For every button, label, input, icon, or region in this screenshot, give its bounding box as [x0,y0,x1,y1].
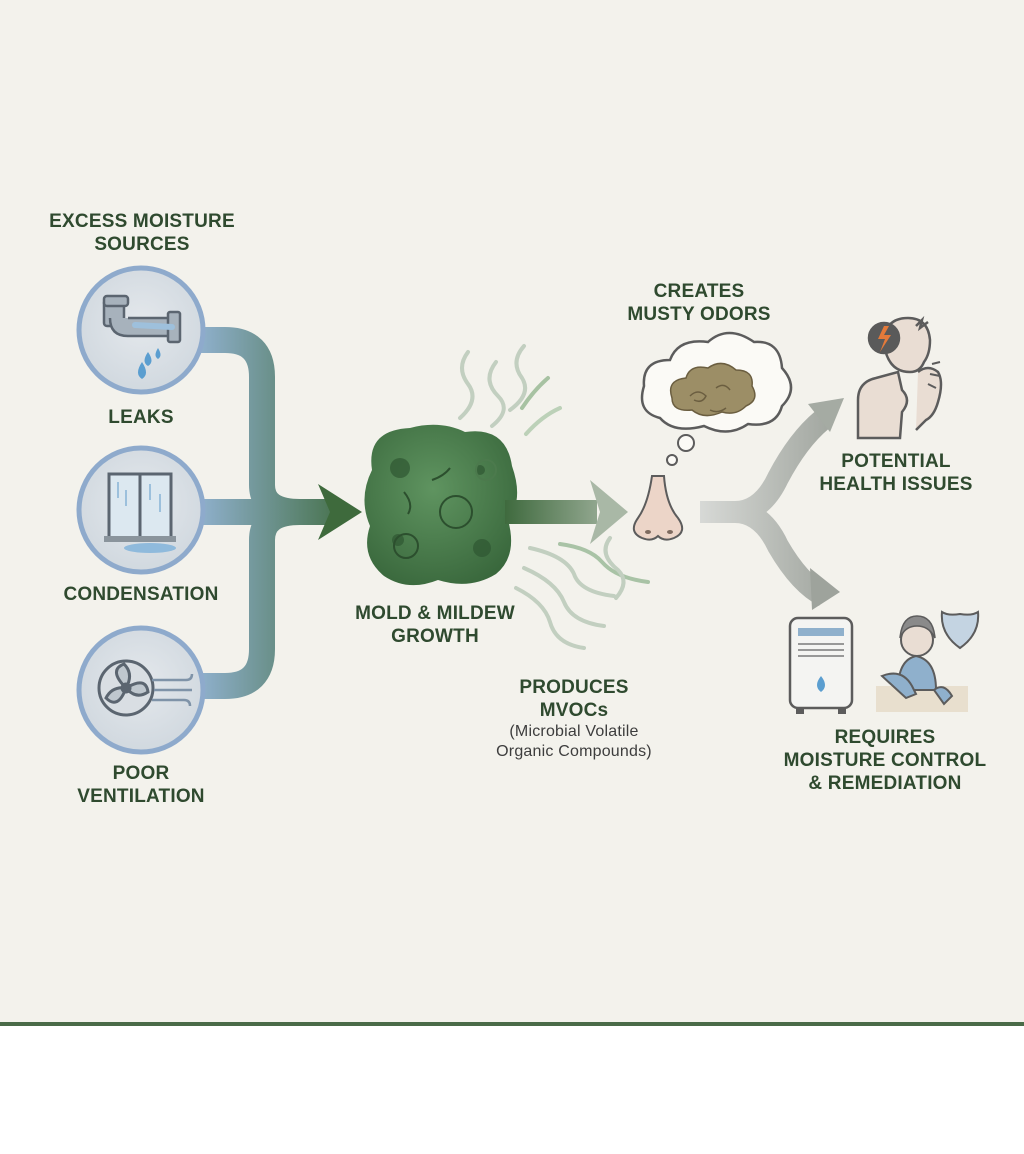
condensation-circle [76,445,206,575]
remediation-label-line: REQUIRES [834,727,936,748]
sources-title-line: EXCESS MOISTURE [49,211,235,232]
sources-title-line: SOURCES [94,234,190,255]
arrow-to-health [808,398,844,432]
mold-label-line: MOLD & MILDEW [355,603,515,624]
drop-1 [144,352,152,366]
mvoc-subtitle-line: Organic Compounds) [496,743,652,760]
arrow-to-nose [505,480,628,544]
odor-label-line: CREATES [653,281,745,302]
remediation-label-line: & REMEDIATION [808,773,962,794]
leaks-circle [76,265,206,395]
odor-label-line: MUSTY ODORS [627,304,771,325]
remediation-label-line: MOISTURE CONTROL [783,750,987,771]
remediation-label: REQUIRES MOISTURE CONTROL & REMEDIATION [754,726,1016,795]
ventilation-label-line: POOR [112,763,170,784]
ventilation-label: POOR VENTILATION [41,762,241,808]
diagram-canvas: EXCESS MOISTURE SOURCES LEAKS CONDENSATI… [0,0,1024,1024]
mvoc-label: PRODUCES MVOCs (Microbial Volatile Organ… [464,676,684,762]
mvoc-subtitle-line: (Microbial Volatile [509,723,639,740]
condensation-label: CONDENSATION [21,583,261,606]
arrow-to-mold [318,484,362,540]
mold-blob-icon [364,424,518,586]
leaks-label-line: LEAKS [108,407,174,428]
drop-2 [155,348,161,359]
health-label-line: HEALTH ISSUES [819,474,973,495]
health-label: POTENTIAL HEALTH ISSUES [786,450,1006,496]
flow-diagram [76,265,980,755]
water-splash [132,322,175,330]
dehumidifier-cleaner-icon [788,610,980,714]
mold-label: MOLD & MILDEW GROWTH [330,602,540,648]
bottom-divider [0,1022,1024,1026]
ventilation-label-line: VENTILATION [77,786,205,807]
split-arrow [700,411,830,606]
airflow-lines [152,673,194,707]
ventilation-circle [76,625,206,755]
sources-title: EXCESS MOISTURE SOURCES [20,210,264,256]
nose-icon [632,475,684,541]
mvoc-label-line: PRODUCES [519,677,629,698]
health-label-line: POTENTIAL [841,451,951,472]
coughing-person-icon [856,315,943,440]
drop-3 [138,362,146,379]
mold-label-line: GROWTH [391,626,479,647]
vapor-wisps [458,344,650,650]
thought-cloud [640,331,793,466]
odor-label: CREATES MUSTY ODORS [594,280,804,326]
leaks-label: LEAKS [41,406,241,429]
condensation-window-icon [104,472,176,553]
arrow-to-remediation [810,568,840,610]
condensation-label-line: CONDENSATION [63,584,219,605]
flow-arrows-in [198,327,330,699]
mvoc-label-line: MVOCs [539,700,609,721]
fan-icon [97,659,155,717]
